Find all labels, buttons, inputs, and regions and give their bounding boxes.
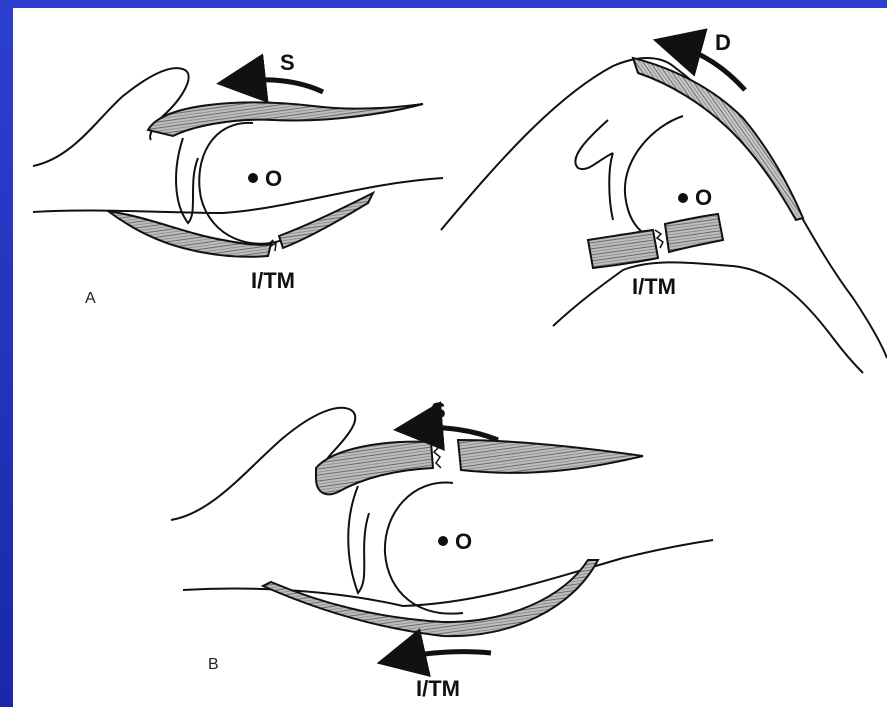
panel-a-left-center-label: O bbox=[265, 166, 282, 191]
glenoid-line bbox=[609, 153, 613, 220]
inferior-ligament-b bbox=[263, 560, 598, 636]
panel-a-right-center-dot bbox=[678, 193, 688, 203]
lower-bone-right bbox=[553, 262, 863, 373]
panel-b-top-arrow bbox=[418, 428, 498, 441]
figure-panel: S O I/TM A D O I/TM bbox=[13, 8, 887, 707]
upper-ligament-b-right bbox=[458, 440, 643, 473]
inferior-ligament-left bbox=[588, 230, 658, 268]
acromion-hook bbox=[575, 120, 613, 169]
humeral-head-b bbox=[385, 483, 463, 614]
panel-a-right-arrow-label: D bbox=[715, 30, 731, 55]
joint-socket bbox=[176, 138, 198, 223]
panel-b-center-dot bbox=[438, 536, 448, 546]
panel-a-left-arrow-label: S bbox=[280, 50, 295, 75]
panel-a-right-center-label: O bbox=[695, 185, 712, 210]
superior-ligament bbox=[633, 58, 803, 220]
panel-a-right-diagram bbox=[441, 58, 887, 373]
lower-ligament-right bbox=[279, 193, 373, 248]
lower-bone-outline bbox=[33, 178, 443, 213]
upper-ligament bbox=[148, 103, 423, 136]
upper-bone-outline bbox=[441, 58, 887, 358]
panel-a-caption: A bbox=[85, 290, 96, 307]
panel-a-right-tear-label: I/TM bbox=[632, 274, 676, 299]
anatomy-diagram: S O I/TM A D O I/TM bbox=[13, 8, 887, 707]
panel-b-bottom-arrow-label: I/TM bbox=[416, 676, 460, 701]
lower-ligament-left bbox=[108, 211, 271, 257]
upper-ligament-b-left bbox=[316, 442, 433, 495]
panel-a-left-diagram bbox=[33, 68, 443, 257]
panel-b-top-arrow-label: S bbox=[431, 398, 446, 423]
humeral-head-right bbox=[625, 116, 683, 238]
panel-b-diagram bbox=[171, 408, 713, 636]
panel-b-caption: B bbox=[208, 656, 219, 673]
joint-socket-b bbox=[348, 486, 369, 593]
panel-a-left-arrow bbox=[241, 80, 323, 92]
panel-b-center-label: O bbox=[455, 529, 472, 554]
panel-a-left-center-dot bbox=[248, 173, 258, 183]
panel-b-bottom-arrow bbox=[401, 652, 491, 658]
inferior-ligament-right bbox=[665, 214, 723, 252]
lower-bone-b bbox=[183, 540, 713, 606]
tear-mark-b bbox=[433, 442, 441, 468]
panel-a-left-tear-label: I/TM bbox=[251, 268, 295, 293]
